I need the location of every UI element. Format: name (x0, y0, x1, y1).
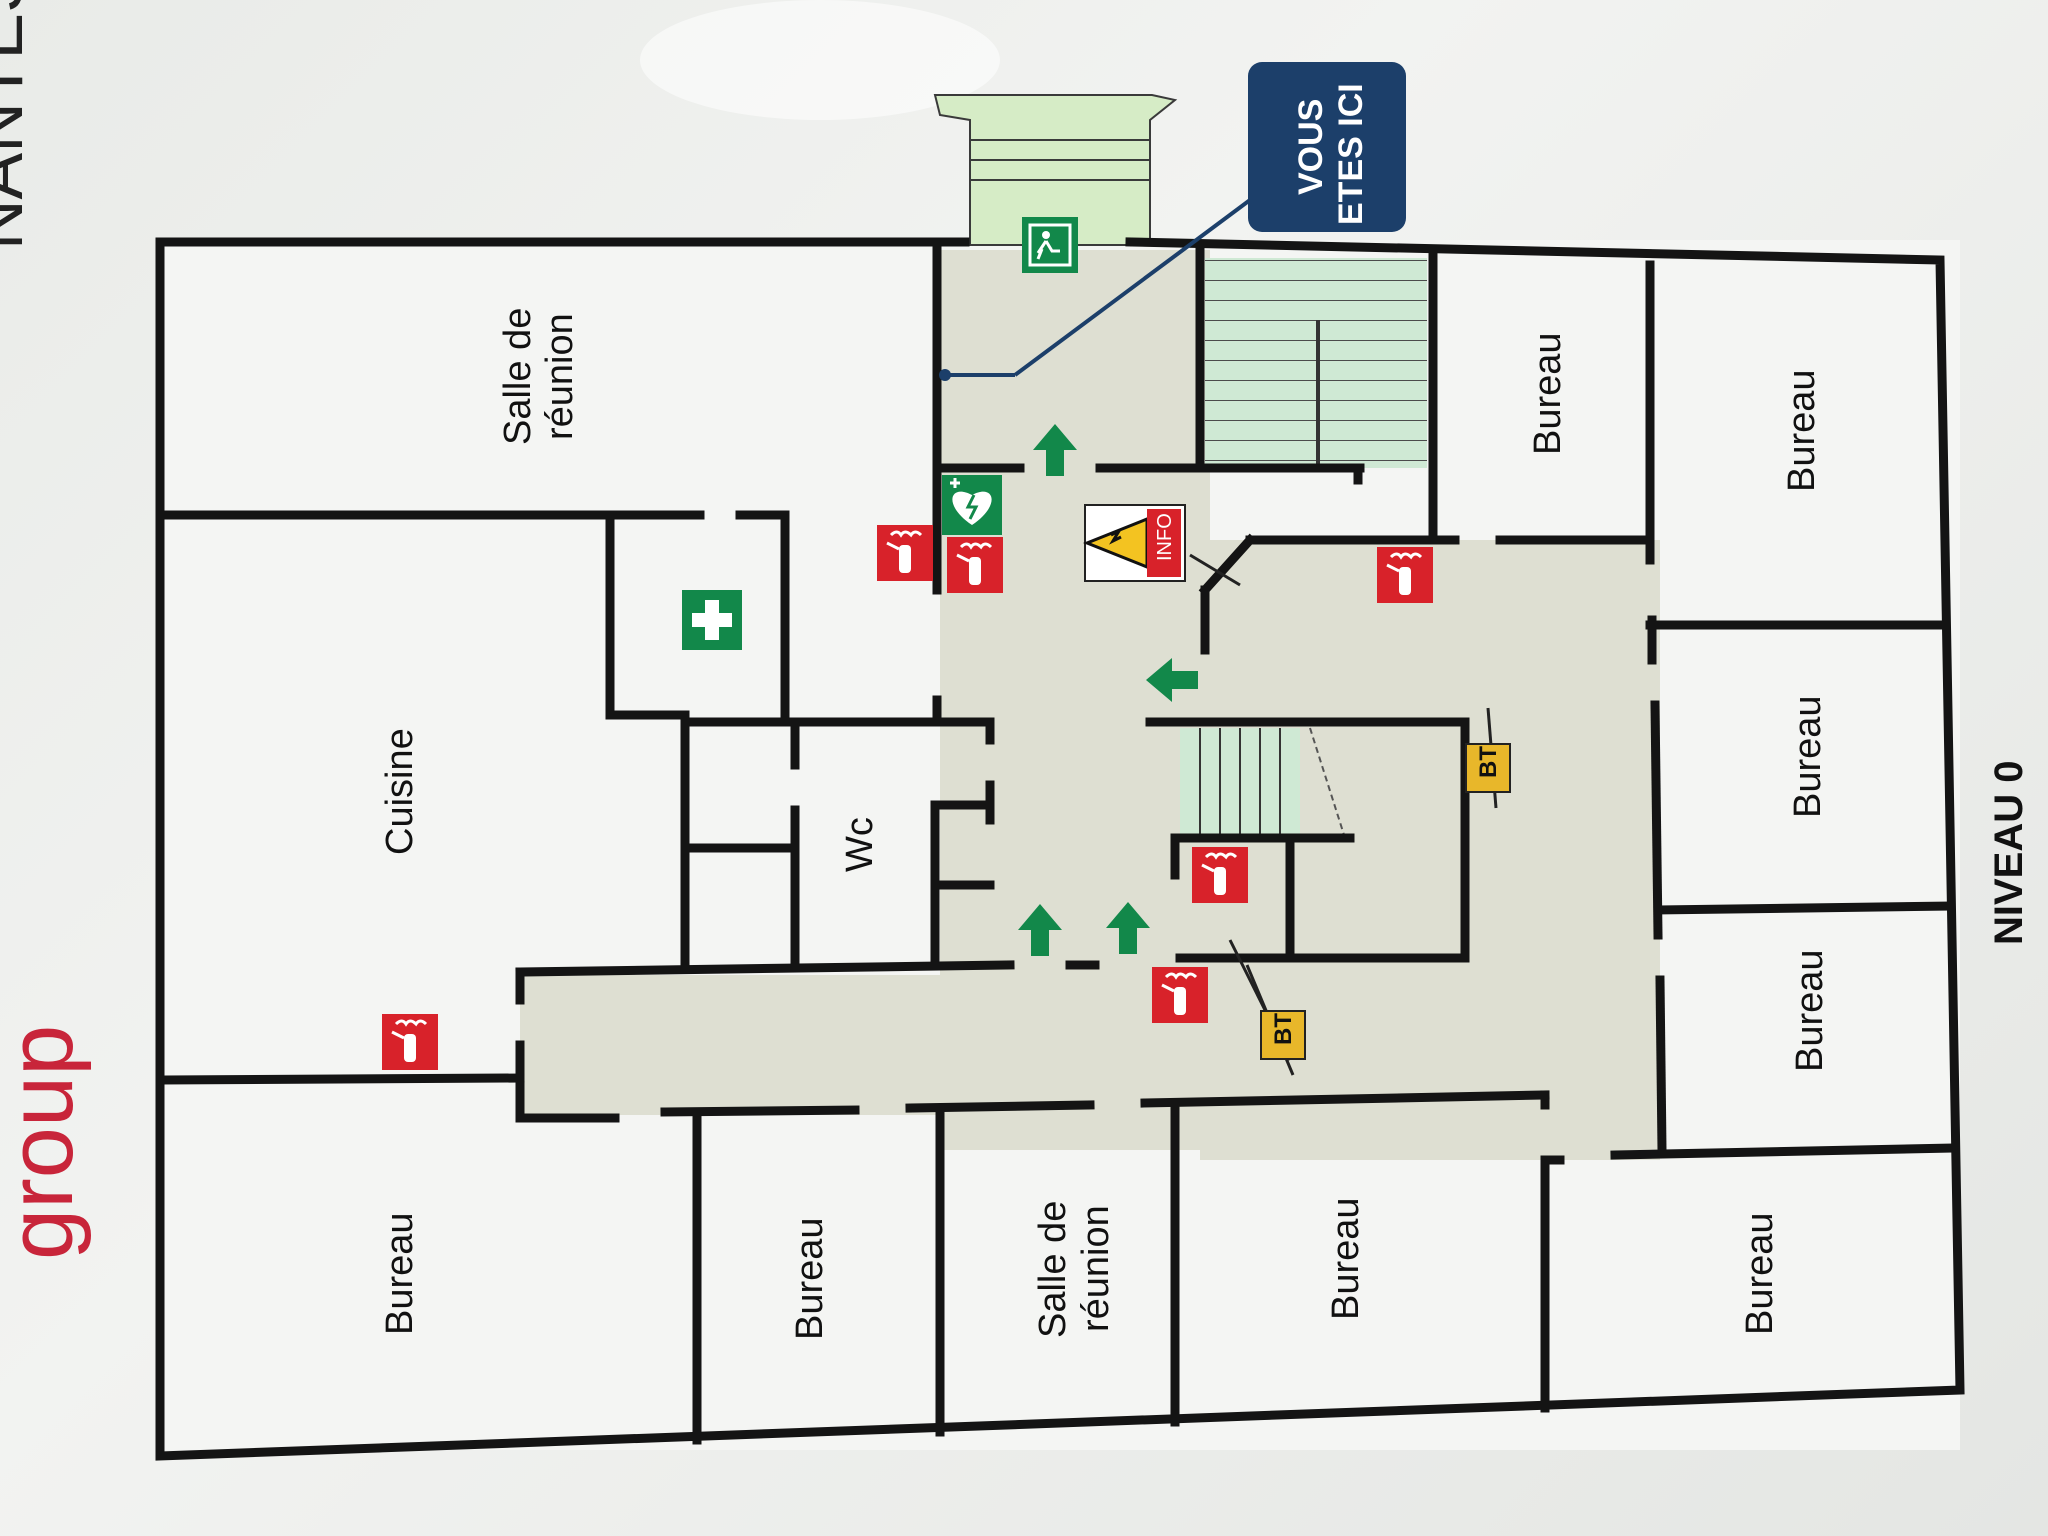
room-label-office-bottom-2: Bureau (789, 1217, 831, 1340)
evacuation-arrows (1018, 424, 1198, 956)
exit-arrow-left-icon (1146, 658, 1198, 702)
room-label-office-right-3: Bureau (1789, 949, 1831, 1072)
room-label-office-bottom-4: Bureau (1739, 1212, 1781, 1335)
defibrillator-icon (942, 475, 1002, 535)
emergency-exit-icon (1022, 217, 1078, 273)
staircase-upper (1205, 258, 1427, 470)
bt-label: BT (1270, 1013, 1297, 1045)
fire-extinguisher-icon (1375, 545, 1435, 605)
brand-logo-text: group (0, 1025, 92, 1260)
room-label-office-bottom-1: Bureau (379, 1212, 421, 1335)
info-label: INFO (1154, 513, 1176, 561)
plan-title-fragment: NANTES (0, 0, 37, 250)
fire-extinguisher-icon (1150, 965, 1210, 1025)
room-label-office-top-1: Bureau (1527, 332, 1569, 455)
fire-extinguisher-icon (875, 523, 935, 583)
fire-extinguisher-icon (380, 1012, 440, 1072)
electrical-hazard-info-sign: INFO (1082, 504, 1186, 582)
room-label-office-right-1: Bureau (1781, 369, 1823, 492)
room-label-meeting-top-line2: réunion (539, 313, 581, 440)
fire-extinguisher-icon (945, 535, 1005, 595)
room-label-kitchen: Cuisine (379, 728, 421, 855)
room-label-wc: Wc (839, 817, 881, 872)
you-are-here-marker: VOUS ETES ICI (939, 62, 1406, 381)
room-label-office-right-2: Bureau (1787, 695, 1829, 818)
staircase-central (1180, 727, 1346, 839)
level-label: NIVEAU 0 (1987, 761, 2031, 946)
room-label-meeting-bottom-line1: Salle de (1032, 1201, 1074, 1338)
room-label-meeting-top-line1: Salle de (497, 308, 539, 445)
bt-electrical-panel-sign: BT (1465, 707, 1511, 809)
you-are-here-line1: VOUS (1292, 99, 1330, 195)
lightning-icon (1109, 527, 1123, 545)
fire-extinguisher-icon (1190, 845, 1250, 905)
bt-electrical-panel-sign: BT (1245, 964, 1306, 1076)
you-are-here-line2: ETES ICI (1332, 83, 1370, 225)
walls (155, 237, 1965, 1461)
room-label-office-bottom-3: Bureau (1325, 1197, 1367, 1320)
bt-label: BT (1475, 746, 1502, 778)
room-label-meeting-bottom-line2: réunion (1075, 1205, 1117, 1332)
first-aid-icon (682, 590, 742, 650)
